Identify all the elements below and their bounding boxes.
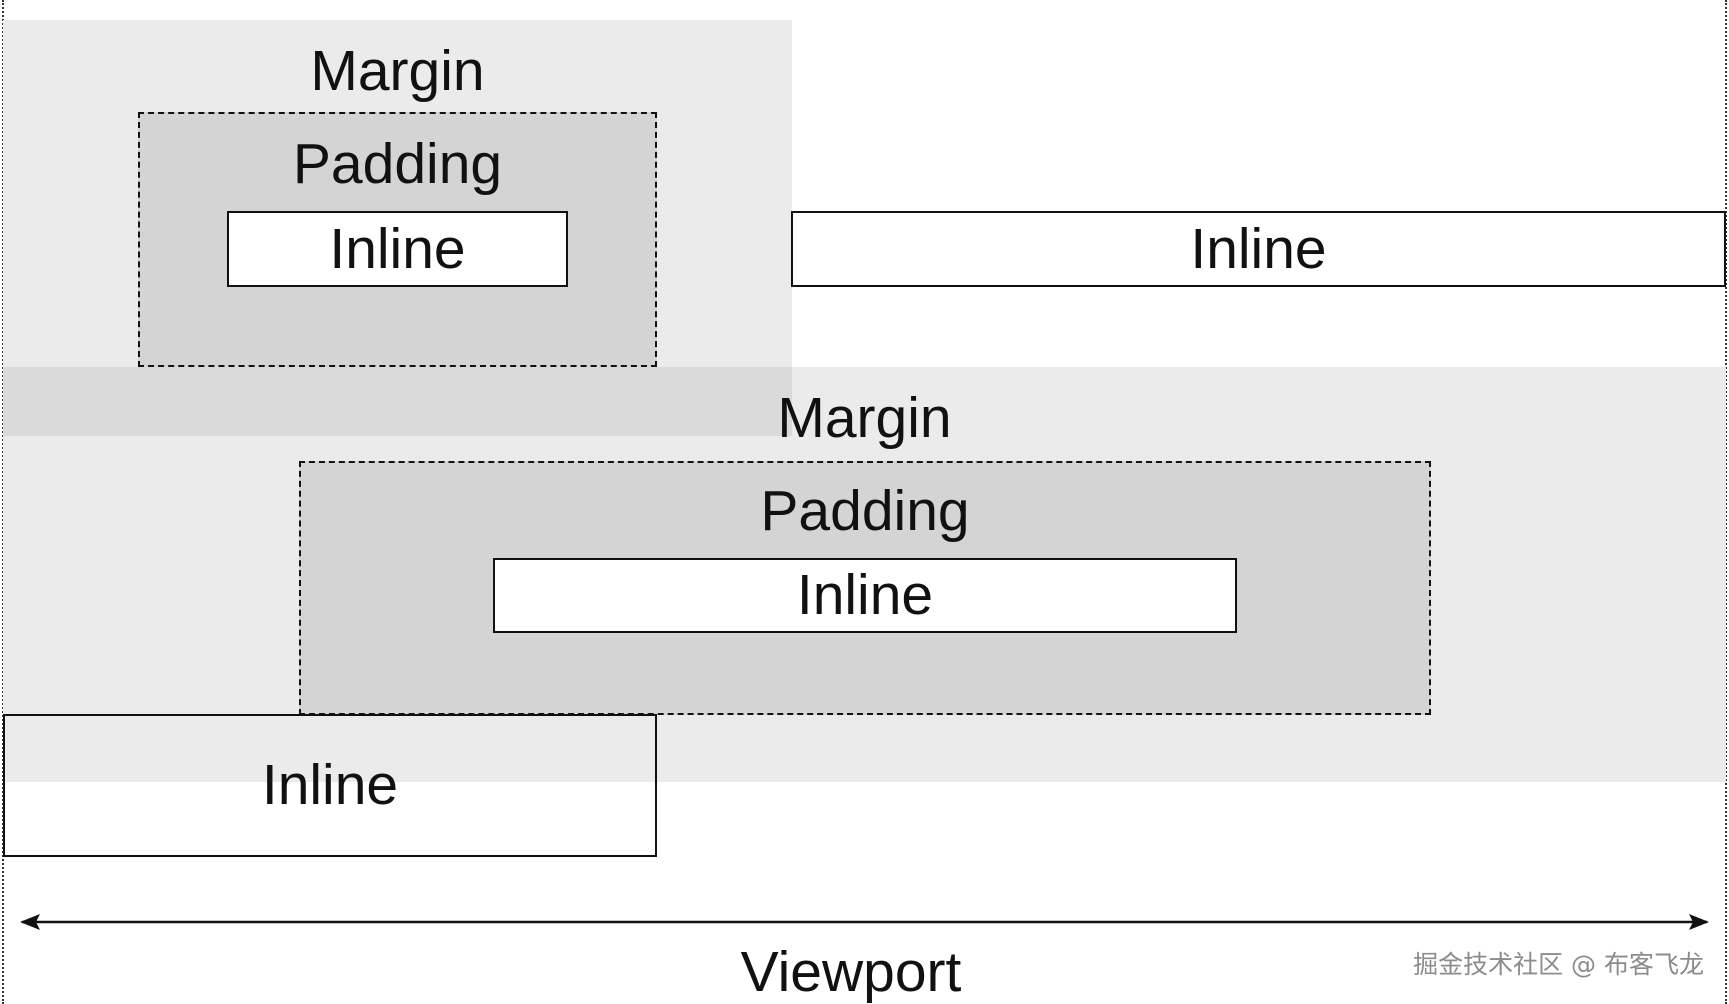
top-block-inline-box: Inline (227, 211, 568, 287)
bottom-block-padding-label: Padding (760, 479, 970, 543)
top-block-padding-label: Padding (292, 132, 503, 196)
watermark: 掘金技术社区 @ 布客飞龙 (1413, 950, 1704, 979)
margin-overlap-area (3, 367, 792, 436)
arrow-head-right (1689, 914, 1709, 930)
arrow-head-left (20, 914, 40, 930)
bottom-block-inline-label: Inline (796, 563, 934, 627)
top-right-inline-box: Inline (791, 211, 1726, 287)
bottom-left-inline-label: Inline (261, 753, 399, 817)
bottom-block-margin-label: Margin (777, 386, 952, 450)
bottom-block-inline-box: Inline (493, 558, 1237, 633)
viewport-width-arrow (20, 914, 1709, 930)
viewport-right-edge (1725, 0, 1727, 1004)
top-right-inline-label: Inline (1190, 216, 1327, 281)
top-block-inline-label: Inline (329, 216, 466, 281)
top-block-margin-label: Margin (310, 39, 485, 103)
viewport-label: Viewport (740, 940, 962, 1004)
bottom-left-inline-box: Inline (3, 714, 657, 857)
